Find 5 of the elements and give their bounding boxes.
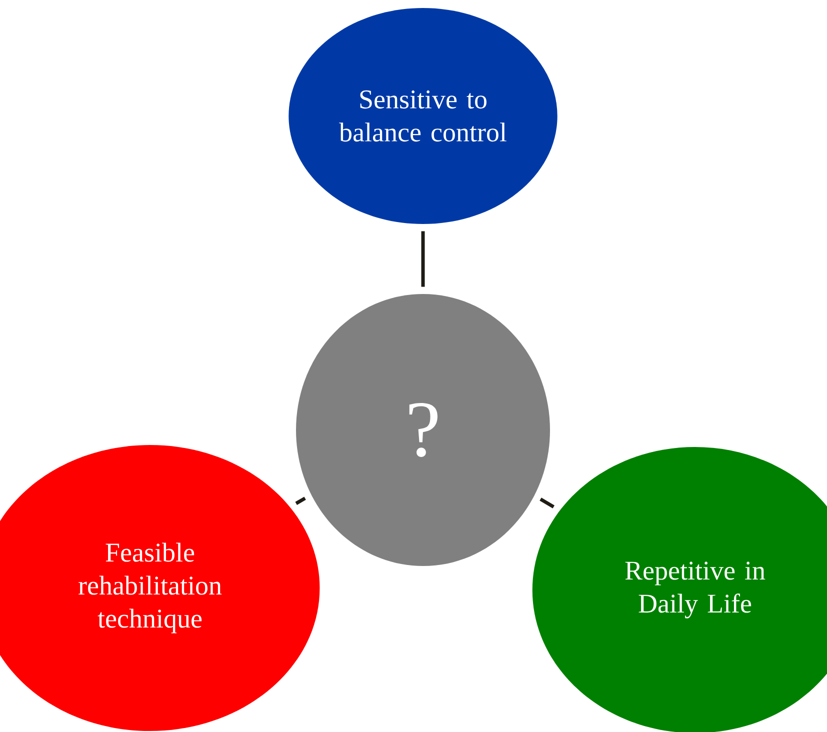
circle-node: ? xyxy=(296,294,550,566)
connector-line xyxy=(421,231,425,287)
connector-line xyxy=(295,496,306,505)
connector-line xyxy=(540,498,555,508)
circle-node: Sensitive to balance control xyxy=(288,8,558,224)
